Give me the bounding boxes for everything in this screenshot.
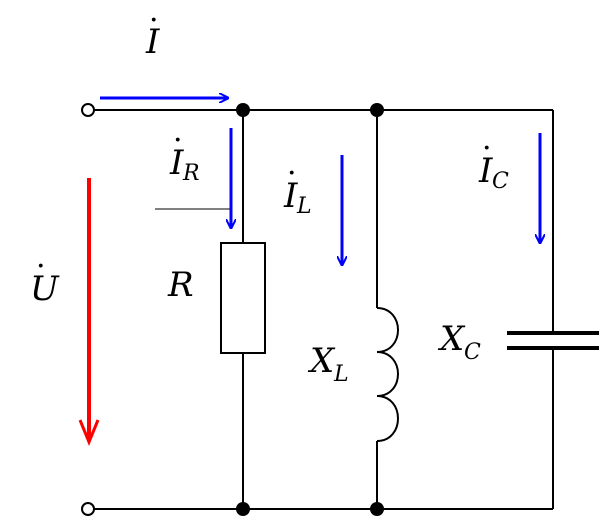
svg-text:·: · xyxy=(287,156,297,191)
resistor-symbol xyxy=(220,242,266,354)
label-current-r-sub: R xyxy=(182,161,200,186)
label-resistor: R xyxy=(167,265,194,305)
label-voltage-main: U xyxy=(30,269,60,309)
label-inductor: X L xyxy=(307,341,349,387)
label-current-r-main: I xyxy=(169,143,184,183)
voltage-arrow-head xyxy=(78,419,100,446)
svg-text:·: · xyxy=(482,131,492,166)
inductor-symbol xyxy=(376,307,399,442)
wires xyxy=(94,109,554,510)
svg-text:·: · xyxy=(173,123,183,158)
label-current-l-sub: L xyxy=(296,194,312,219)
junction-top-r xyxy=(236,103,250,117)
label-current-l-main: I xyxy=(283,176,298,216)
label-current-total: · I xyxy=(145,3,160,62)
label-inductor-sub: L xyxy=(333,362,349,387)
junction-bottom-r xyxy=(236,502,250,516)
junction-bottom-l xyxy=(370,502,384,516)
voltage-arrow xyxy=(78,178,100,446)
label-current-l: · I L xyxy=(283,156,312,219)
label-current-c-main: I xyxy=(478,151,493,191)
svg-text:·: · xyxy=(36,249,46,284)
label-capacitor-sub: C xyxy=(464,340,481,365)
label-current-r: · I R xyxy=(169,123,200,186)
svg-text:·: · xyxy=(149,3,159,38)
label-inductor-main: X xyxy=(307,341,336,381)
label-capacitor-main: X xyxy=(437,319,466,359)
label-current-c-sub: C xyxy=(492,169,509,194)
label-current-c: · I C xyxy=(478,131,509,194)
label-voltage: · U xyxy=(30,249,60,309)
junction-top-l xyxy=(370,103,384,117)
capacitor-symbol xyxy=(507,331,599,350)
label-current-total-main: I xyxy=(145,22,160,62)
label-capacitor: X C xyxy=(437,319,481,365)
terminal-top xyxy=(81,103,95,117)
terminal-bottom xyxy=(81,502,95,516)
